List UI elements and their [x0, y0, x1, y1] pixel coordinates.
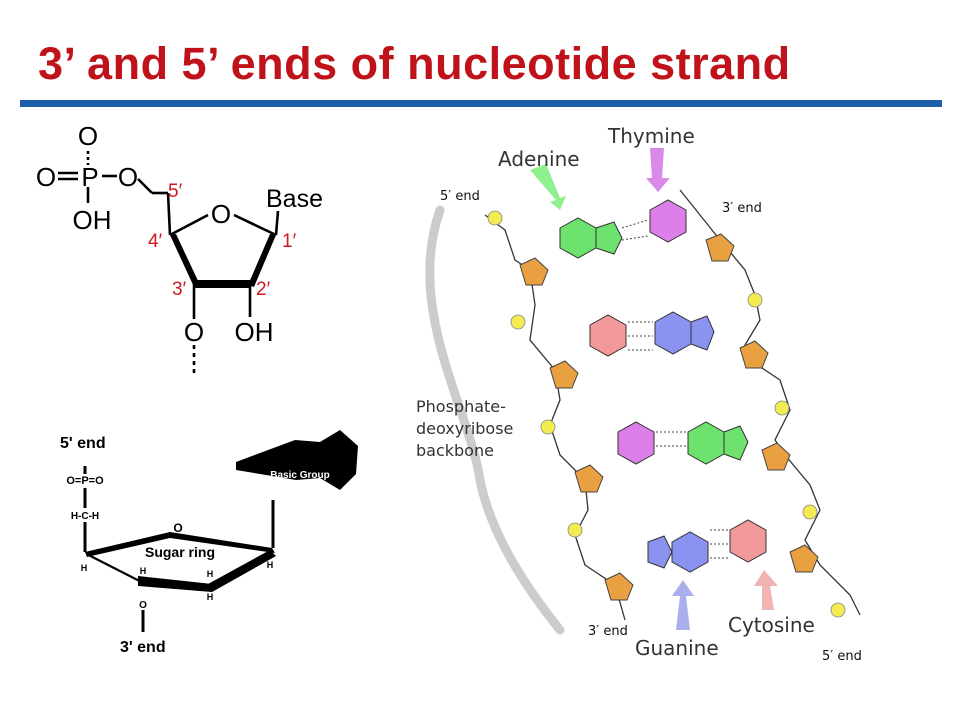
methylene-group: H-C-H — [71, 511, 99, 522]
hydrogen-label: H — [207, 592, 214, 602]
adenine-base — [559, 217, 597, 259]
basic-group-label: Basic Group — [270, 470, 329, 481]
hydrogen-label: H — [267, 560, 274, 570]
title-underline — [20, 100, 942, 107]
phosphate-group — [747, 292, 763, 308]
deoxyribose-sugar — [574, 464, 604, 493]
hydrogen-label: H — [81, 563, 88, 573]
phosphate-group — [774, 400, 790, 416]
cytosine-label: Cytosine — [728, 613, 815, 637]
slide-title: 3’ and 5’ ends of nucleotide strand — [38, 38, 791, 89]
thymine-label: Thymine — [607, 124, 695, 148]
thymine-base — [649, 199, 687, 243]
guanine-base — [671, 531, 709, 573]
three-prime-end-top: 3′ end — [722, 201, 762, 216]
deoxyribose-sugar — [789, 544, 819, 573]
five-prime-end-bottom: 5′ end — [822, 649, 862, 664]
dna-double-helix: Adenine Thymine Guanine Cytosine Phospha… — [416, 124, 862, 664]
cytosine-base — [729, 519, 767, 563]
cytosine-base — [589, 314, 627, 357]
carbon-5-label: 5′ — [168, 181, 183, 202]
sugar-three-prime-oxygen: O — [139, 600, 147, 611]
two-prime-hydroxyl: OH — [235, 317, 274, 347]
bridging-oxygen: O — [118, 162, 138, 192]
phosphate-group — [802, 504, 818, 520]
carbon-1-label: 1′ — [282, 231, 297, 252]
adenine-base — [595, 221, 623, 255]
phosphate-top-oxygen: O — [78, 121, 98, 151]
carbon-2-label: 2′ — [256, 279, 271, 300]
backbone-label-line-1: Phosphate- — [416, 397, 506, 416]
backbone-label-line-3: backbone — [416, 441, 494, 460]
phosphate-group — [487, 210, 503, 226]
three-prime-oxygen: O — [184, 317, 204, 347]
nucleotide-structure: O O P O OH O Base 5′ 4′ 3′ 2′ 1′ O OH — [36, 121, 323, 373]
phosphorus-atom: P — [81, 162, 98, 192]
phosphate-group — [540, 419, 556, 435]
phosphate-double-bond-oxygen: O — [36, 162, 56, 192]
five-prime-end-top: 5′ end — [440, 189, 480, 204]
backbone-label-line-2: deoxyribose — [416, 419, 513, 438]
adenine-label: Adenine — [498, 147, 580, 171]
sugar-ring-oxygen: O — [173, 521, 182, 535]
ring-oxygen: O — [211, 199, 231, 229]
carbon-3-label: 3′ — [172, 279, 187, 300]
adenine-pointer-arrow — [530, 164, 566, 210]
deoxyribose-sugar — [705, 233, 735, 262]
phosphate-hydroxyl: OH — [73, 205, 112, 235]
sugar-three-prime-end: 3' end — [120, 639, 166, 656]
guanine-base — [654, 311, 692, 355]
deoxyribose-sugar — [549, 360, 579, 389]
deoxyribose-sugar — [604, 572, 634, 601]
thymine-base — [617, 421, 655, 465]
sugar-ring-label: Sugar ring — [145, 544, 215, 560]
deoxyribose-sugar — [519, 257, 549, 286]
hydrogen-label: H — [140, 566, 147, 576]
sugar-ring-diagram: 5' end O=P=O H-C-H O Sugar ring Basic Gr… — [60, 430, 358, 656]
hydrogen-label: H — [207, 569, 214, 579]
deoxyribose-sugar — [739, 340, 769, 369]
cytosine-pointer-arrow — [754, 570, 778, 610]
base-label: Base — [266, 185, 323, 213]
guanine-label: Guanine — [635, 636, 719, 660]
phosphate-group — [510, 314, 526, 330]
sugar-five-prime-end: 5' end — [60, 435, 106, 452]
adenine-base — [687, 421, 725, 465]
thymine-pointer-arrow — [646, 148, 670, 192]
guanine-pointer-arrow — [672, 580, 694, 630]
three-prime-end-bottom: 3′ end — [588, 624, 628, 639]
phosphate-group — [567, 522, 583, 538]
guanine-base — [647, 535, 673, 569]
carbon-4-label: 4′ — [148, 231, 163, 252]
adenine-base — [723, 425, 749, 461]
sugar-phosphate-group: O=P=O — [66, 475, 104, 487]
deoxyribose-sugar — [761, 442, 791, 471]
phosphate-group — [830, 602, 846, 618]
guanine-base — [690, 315, 715, 351]
